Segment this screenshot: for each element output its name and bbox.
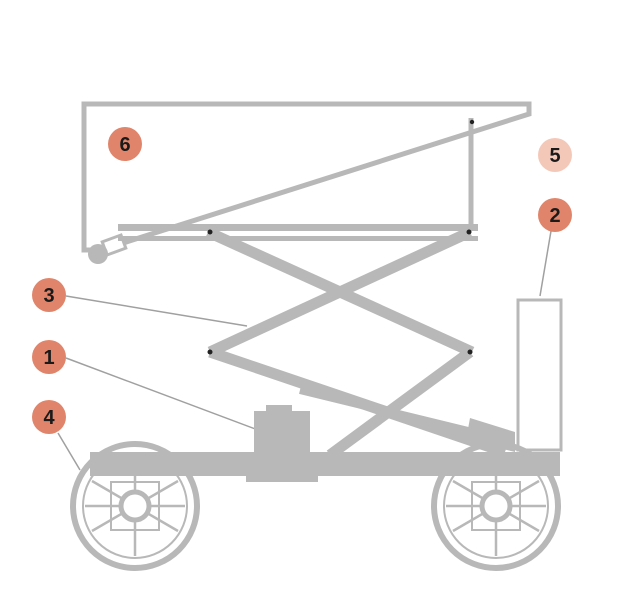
scissor-arm-upper-b	[207, 227, 473, 357]
chassis-beam	[90, 452, 560, 476]
wheel-tire	[431, 441, 561, 571]
callout-label-6: 6	[119, 134, 130, 156]
basket-frame	[81, 101, 532, 253]
pivot-pin	[207, 229, 213, 235]
wheel-hub-plate	[110, 481, 160, 531]
platform-basket	[81, 101, 532, 264]
callout-badge-1: 1	[32, 340, 66, 374]
callout-badge-5: 5	[538, 138, 572, 172]
drive-motor	[254, 411, 310, 456]
platform-deck-rail	[118, 236, 478, 241]
callout-label-3: 3	[43, 285, 54, 307]
wheel-hub-plate	[471, 481, 521, 531]
pivot-pin	[469, 119, 475, 125]
wheel-hub	[118, 489, 152, 523]
callout-badge-4: 4	[32, 400, 66, 434]
leader-line-2	[539, 230, 552, 297]
leader-line-3	[65, 295, 248, 327]
scissor-arm-lower-b	[326, 347, 474, 460]
pivot-pin	[207, 349, 213, 355]
motor-cap	[266, 405, 292, 413]
chassis	[90, 298, 563, 482]
callout-label-1: 1	[43, 347, 54, 369]
leader-line-4	[57, 432, 81, 471]
wheel-rim	[82, 453, 188, 559]
callout-label-5: 5	[549, 145, 560, 167]
pivot-pin	[466, 229, 472, 235]
wheel-tire	[70, 441, 200, 571]
wheel-hub	[479, 489, 513, 523]
scissor-mechanism	[205, 119, 515, 460]
leader-lines	[57, 230, 552, 471]
callout-badge-3: 3	[32, 278, 66, 312]
chassis-skirt	[246, 470, 318, 482]
wheel-rim	[443, 453, 549, 559]
wheel-rear	[431, 441, 561, 571]
basket-roller	[88, 244, 108, 264]
callout-badge-2: 2	[538, 198, 572, 232]
battery-box	[516, 298, 563, 452]
pivot-pin	[467, 349, 473, 355]
callout-label-2: 2	[549, 205, 560, 227]
callout-badge-6: 6	[108, 127, 142, 161]
leader-line-1	[65, 357, 259, 431]
platform-deck	[118, 224, 478, 231]
callout-label-4: 4	[43, 407, 55, 429]
wheel-front	[70, 441, 200, 571]
